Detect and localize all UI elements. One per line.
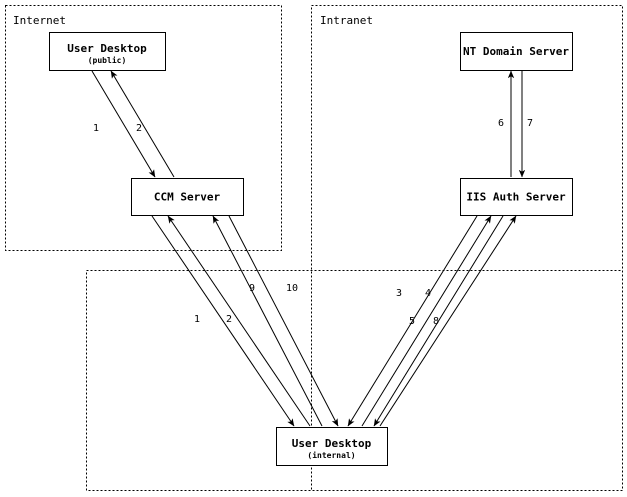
flow-arrow-flow-1-internal	[151, 215, 295, 427]
node-title-user-desktop-internal: User Desktop	[292, 437, 372, 450]
node-title-nt-domain-server: NT Domain Server	[463, 45, 569, 58]
node-box-user-desktop-internal	[275, 426, 389, 467]
node-ccm-server: CCM Server	[130, 177, 245, 217]
node-subtitle-user-desktop-internal: (internal)	[307, 450, 355, 460]
flow-arrow-flow-2-public	[110, 70, 175, 178]
flow-step-label-flow-1-internal: 1	[194, 314, 200, 325]
flow-arrow-flow-8	[379, 215, 517, 427]
node-user-desktop-public: User Desktop(public)	[48, 31, 167, 72]
flow-arrow-flow-4	[361, 215, 492, 427]
flow-arrow-flow-9	[212, 215, 323, 427]
node-title-user-desktop-public: User Desktop	[67, 42, 147, 55]
zone-boundaries: Internet Intranet	[5, 5, 623, 491]
node-box-nt-domain-server	[459, 31, 574, 72]
node-nt-domain-server: NT Domain Server	[459, 31, 574, 72]
node-box-user-desktop-public	[48, 31, 167, 72]
flow-arrow-flow-1-public	[91, 70, 156, 178]
flow-step-label-flow-9: 9	[249, 283, 255, 294]
flow-step-label-flow-7: 7	[527, 118, 533, 129]
flow-arrow-flow-10	[228, 215, 339, 427]
flow-arrow-flow-2-internal	[167, 215, 311, 427]
node-box-iis-auth-server	[459, 177, 574, 217]
node-subtitle-user-desktop-public: (public)	[88, 55, 127, 65]
flow-step-labels: 1 2 6 7 1 2 9 10 3 4 5 8	[93, 118, 533, 327]
node-title-iis-auth-server: IIS Auth Server	[466, 191, 566, 204]
zone-boundary-internet	[5, 5, 282, 251]
flow-step-label-flow-6: 6	[498, 118, 504, 129]
flow-step-label-flow-4: 4	[425, 288, 431, 299]
flow-step-label-flow-3: 3	[396, 288, 402, 299]
flow-arrow-flow-5	[373, 215, 504, 427]
flow-arrow-flow-3	[347, 215, 478, 427]
zone-boundary-intranet	[311, 5, 623, 491]
diagram-nodes: User Desktop(public)NT Domain ServerCCM …	[48, 31, 574, 467]
flow-step-label-flow-10: 10	[286, 283, 298, 294]
zone-boundary-internal-lan	[86, 270, 623, 491]
node-user-desktop-internal: User Desktop(internal)	[275, 426, 389, 467]
zone-label-internet: Internet	[13, 14, 66, 27]
flow-step-label-flow-1-public: 1	[93, 123, 99, 134]
flow-step-label-flow-2-internal: 2	[226, 314, 232, 325]
node-title-ccm-server: CCM Server	[154, 191, 221, 204]
flow-step-label-flow-2-public: 2	[136, 123, 142, 134]
flow-step-label-flow-8: 8	[433, 316, 439, 327]
node-iis-auth-server: IIS Auth Server	[459, 177, 574, 217]
node-box-ccm-server	[130, 177, 245, 217]
flow-step-label-flow-5: 5	[409, 316, 415, 327]
zone-label-intranet: Intranet	[320, 14, 373, 27]
flow-arrows	[91, 70, 526, 427]
